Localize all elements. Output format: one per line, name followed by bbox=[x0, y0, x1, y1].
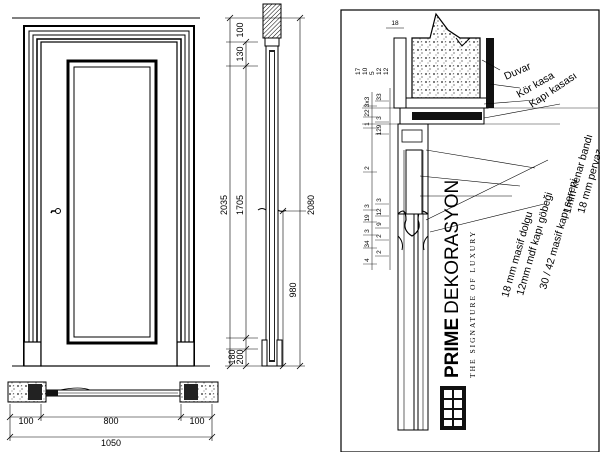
rot-dim-label: 12 bbox=[376, 67, 383, 75]
stack-dim-label: 34 bbox=[364, 240, 371, 248]
rot-dim-label: 12 bbox=[383, 67, 390, 75]
stack-dim-label: 3 bbox=[376, 116, 383, 120]
rot-dim-label: 10 bbox=[362, 67, 369, 75]
stack-dim-label: 9 bbox=[376, 222, 383, 226]
stack-dim-label: 12 bbox=[376, 208, 383, 216]
height-total-label: 2035 bbox=[219, 195, 229, 215]
handle-height-label: 980 bbox=[288, 282, 298, 297]
stack-dim-label: 129 bbox=[376, 124, 383, 135]
elevation-dimensions: 2035 1705 2080 980 100 130 180 200 bbox=[219, 14, 316, 370]
door-plan-section: 100 800 100 1050 bbox=[6, 381, 219, 448]
brand-tagline: THE SIGNATURE OF LUXURY bbox=[468, 230, 477, 378]
stack-dim-label: 3 bbox=[376, 198, 383, 202]
brand-name: PRIMEDEKORASYON bbox=[442, 180, 463, 378]
stack-dim-label: 3 bbox=[364, 229, 371, 233]
stack-dim-label: 1 bbox=[364, 122, 371, 126]
height-leaf-label: 1705 bbox=[235, 195, 245, 215]
opening-label: 800 bbox=[103, 416, 118, 426]
brand-logo bbox=[440, 386, 466, 430]
height-outer-label: 2080 bbox=[306, 195, 316, 215]
stack-dim-label: 33 bbox=[376, 93, 383, 101]
bottom-b-label: 200 bbox=[235, 349, 245, 364]
stack-dim-label: 2 bbox=[376, 250, 383, 254]
total-width-label: 1050 bbox=[101, 438, 121, 448]
rot-dim-label: 17 bbox=[355, 67, 362, 75]
stack-dim-label: 3x3 bbox=[364, 96, 371, 107]
stack-dim-label: 3 bbox=[364, 204, 371, 208]
stack-dim-label: 22 bbox=[364, 109, 371, 117]
door-elevation bbox=[12, 17, 210, 367]
jamb-right-label: 100 bbox=[189, 416, 204, 426]
stack-dim-label: 2 bbox=[364, 166, 371, 170]
bottom-a-label: 180 bbox=[227, 349, 237, 364]
top-dim-label: 18 bbox=[391, 20, 399, 27]
top-a-label: 100 bbox=[235, 22, 245, 37]
door-side-section bbox=[257, 3, 287, 367]
jamb-left-label: 100 bbox=[18, 416, 33, 426]
stack-dim-label: 4 bbox=[364, 258, 371, 262]
top-b-label: 130 bbox=[235, 46, 245, 61]
rot-dim-label: 5 bbox=[369, 71, 376, 75]
stack-dim-label: 2 bbox=[376, 234, 383, 238]
stack-dim-label: 19 bbox=[364, 214, 371, 222]
